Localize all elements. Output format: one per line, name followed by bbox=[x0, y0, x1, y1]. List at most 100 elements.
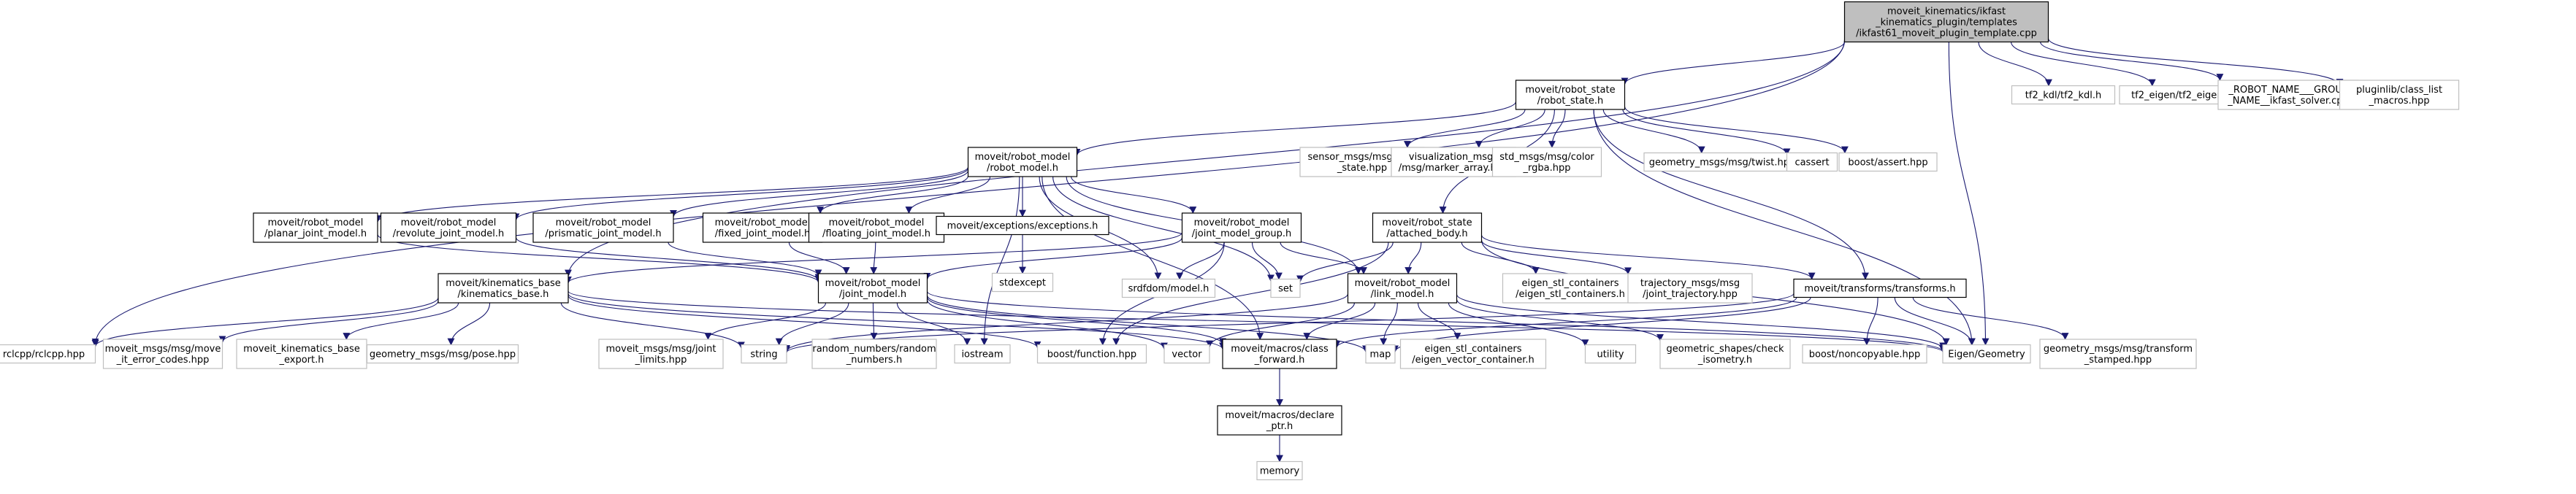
edge-robot-state-to-cassert bbox=[1622, 109, 1791, 156]
edge-robot-state-to-eigen-geometry bbox=[1593, 109, 1976, 346]
node-box bbox=[1786, 152, 1838, 172]
edge-kin-base-to-move-it-err bbox=[218, 301, 439, 344]
node-link-model[interactable]: moveit/robot_model/link_model.h bbox=[1347, 273, 1458, 304]
edge-attached-to-set bbox=[1296, 242, 1394, 283]
node-label: /eigen_stl_containers.h bbox=[1516, 289, 1625, 300]
node-label: sensor_msgs/msg/joint bbox=[1307, 152, 1416, 163]
node-box bbox=[1802, 344, 1927, 364]
node-box bbox=[1217, 405, 1342, 436]
node-joint-model[interactable]: moveit/robot_model/joint_model.h bbox=[817, 273, 928, 304]
node-label: boost/assert.hpp bbox=[1848, 158, 1927, 169]
node-box bbox=[1256, 460, 1303, 481]
edge-root-to-tf2-kdl bbox=[1978, 42, 2052, 87]
node-robot-model[interactable]: moveit/robot_model/robot_model.h bbox=[967, 147, 1078, 177]
node-label: /joint_trajectory.hpp bbox=[1643, 289, 1738, 300]
node-transforms[interactable]: moveit/transforms/transforms.h bbox=[1793, 278, 1967, 298]
node-box bbox=[1502, 273, 1639, 304]
node-stdexcept: stdexcept bbox=[991, 272, 1054, 293]
edge-robot-state-to-transforms bbox=[1593, 109, 1869, 280]
node-label: /msg/marker_array.hpp bbox=[1399, 163, 1508, 174]
node-label: moveit/kinematics_base bbox=[446, 278, 561, 289]
edge-robot-model-to-prismatic bbox=[670, 170, 969, 217]
node-revolute[interactable]: moveit/robot_model/revolute_joint_model.… bbox=[380, 212, 517, 243]
edge-joint-model-to-string bbox=[775, 302, 849, 346]
edge-transforms-to-boost-noncopy bbox=[1862, 297, 1879, 346]
node-box bbox=[1399, 339, 1547, 369]
node-prismatic[interactable]: moveit/robot_model/prismatic_joint_model… bbox=[532, 212, 674, 243]
node-geo-shapes: geometric_shapes/check_isometry.h bbox=[1659, 339, 1791, 369]
edge-joint-model-to-eigen-geometry bbox=[926, 290, 1946, 352]
node-box bbox=[380, 212, 517, 243]
edge-prismatic-to-joint-model bbox=[668, 242, 822, 277]
node-label: _isometry.h bbox=[1697, 355, 1752, 366]
node-planar[interactable]: moveit/robot_model/planar_joint_model.h bbox=[253, 212, 378, 243]
node-label: _forward.h bbox=[1254, 355, 1305, 366]
node-label: /robot_model.h bbox=[987, 163, 1058, 174]
node-declare-ptr[interactable]: moveit/macros/declare_ptr.h bbox=[1217, 405, 1342, 436]
node-floating[interactable]: moveit/robot_model/floating_joint_model.… bbox=[808, 212, 945, 243]
node-fixed[interactable]: moveit/robot_model/fixed_joint_model.h bbox=[702, 212, 823, 243]
node-label: eigen_stl_containers bbox=[1425, 344, 1522, 355]
node-box bbox=[532, 212, 674, 243]
node-box bbox=[102, 339, 223, 369]
edge-robot-state-to-robot-model bbox=[1073, 101, 1517, 156]
node-move-it-err: moveit_msgs/msg/move_it_error_codes.hpp bbox=[102, 339, 223, 369]
node-label: _limits.hpp bbox=[635, 355, 687, 366]
node-set: set bbox=[1270, 278, 1301, 298]
node-label: moveit/robot_model bbox=[268, 217, 364, 228]
node-label: _state.hpp bbox=[1337, 163, 1387, 174]
edge-joint-model-to-joint-limits bbox=[704, 302, 827, 340]
node-box bbox=[967, 147, 1078, 177]
edge-jmg-to-link-model bbox=[1280, 242, 1367, 274]
node-label: _stamped.hpp bbox=[2084, 355, 2152, 366]
node-label: moveit/robot_state bbox=[1382, 217, 1472, 228]
node-geo-twist: geometry_msgs/msg/twist.hpp bbox=[1643, 152, 1801, 172]
edge-transforms-to-geo-transform bbox=[1912, 297, 2069, 340]
node-eigen-vec: eigen_stl_containers/eigen_vector_contai… bbox=[1399, 339, 1547, 369]
edge-link-model-to-map bbox=[1380, 302, 1398, 346]
node-label: _macros.hpp bbox=[2369, 96, 2430, 107]
node-box bbox=[366, 344, 519, 364]
node-label: _export.h bbox=[279, 355, 324, 366]
node-class-forward[interactable]: moveit/macros/class_forward.h bbox=[1222, 339, 1337, 369]
edge-robot-model-to-planar bbox=[374, 166, 969, 223]
edge-jmg-to-srdfdom bbox=[1176, 242, 1225, 280]
node-box bbox=[2339, 80, 2460, 110]
edge-layer bbox=[91, 38, 2344, 463]
node-label: /revolute_joint_model.h bbox=[393, 228, 504, 239]
node-label: trajectory_msgs/msg bbox=[1640, 278, 1740, 289]
edge-robot-model-to-fixed bbox=[817, 175, 969, 214]
node-label: pluginlib/class_list bbox=[2356, 85, 2442, 96]
node-std-msgs: std_msgs/msg/color_rgba.hpp bbox=[1491, 147, 1602, 177]
node-label: moveit/robot_model bbox=[825, 278, 921, 289]
node-exceptions[interactable]: moveit/exceptions/exceptions.h bbox=[936, 215, 1109, 236]
node-root[interactable]: moveit_kinematics/ikfast_kinematics_plug… bbox=[1843, 1, 2049, 43]
node-string: string bbox=[741, 344, 787, 364]
edge-robot-model-to-iostream bbox=[980, 176, 1020, 346]
edge-root-to-eigen-geometry bbox=[1948, 42, 1990, 346]
node-attached[interactable]: moveit/robot_state/attached_body.h bbox=[1372, 212, 1483, 243]
node-robot-state[interactable]: moveit/robot_state/robot_state.h bbox=[1515, 80, 1626, 110]
node-jmg[interactable]: moveit/robot_model/joint_model_group.h bbox=[1181, 212, 1302, 243]
edge-root-to-robot-state bbox=[1621, 41, 1846, 85]
node-tf2-kdl: tf2_kdl/tf2_kdl.h bbox=[2011, 85, 2116, 105]
edge-kin-base-to-string bbox=[560, 302, 745, 350]
node-boost-function: boost/function.hpp bbox=[1036, 344, 1147, 364]
node-label: Eigen/Geometry bbox=[1948, 350, 2025, 360]
edge-joint-model-to-iostream bbox=[896, 302, 971, 346]
node-label: moveit_kinematics/ikfast bbox=[1887, 7, 2006, 18]
edge-root-to-rclcpp bbox=[91, 39, 1846, 346]
node-label: _NAME__ikfast_solver.cpp bbox=[2227, 96, 2349, 107]
node-label: random_numbers/random bbox=[812, 344, 936, 355]
node-label: rclcpp/rclcpp.hpp bbox=[3, 350, 85, 360]
node-label: /robot_state.h bbox=[1537, 96, 1604, 107]
node-rclcpp: rclcpp/rclcpp.hpp bbox=[0, 344, 96, 364]
edge-robot-state-to-sensor-msgs bbox=[1404, 109, 1526, 148]
edge-robot-model-to-set bbox=[1052, 176, 1274, 282]
node-pluginlib: pluginlib/class_list_macros.hpp bbox=[2339, 80, 2460, 110]
node-kin-base[interactable]: moveit/kinematics_base/kinematics_base.h bbox=[437, 273, 569, 304]
node-eigen-stl: eigen_stl_containers/eigen_stl_container… bbox=[1502, 273, 1639, 304]
node-box bbox=[817, 273, 928, 304]
edge-root-to-robot-name bbox=[2040, 42, 2224, 81]
